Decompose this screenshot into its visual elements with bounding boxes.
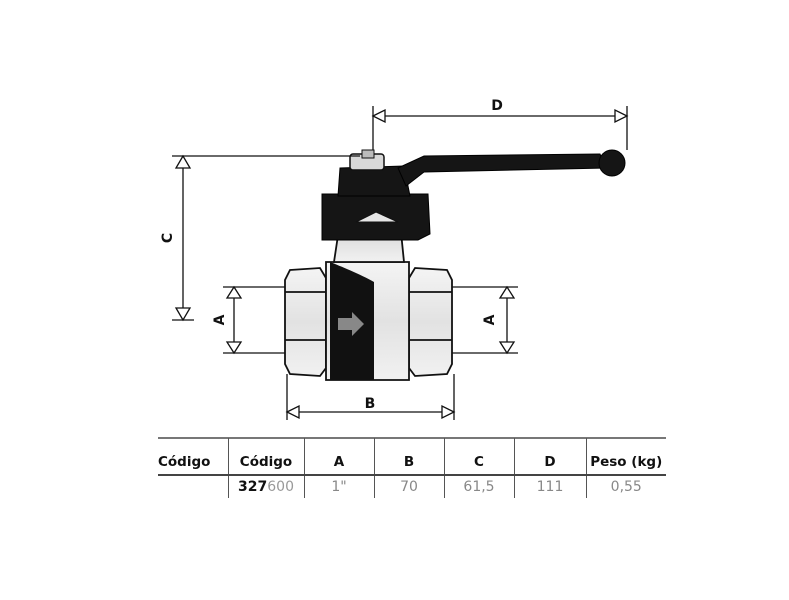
header-d: D — [513, 438, 586, 476]
dimension-a-right — [452, 285, 518, 355]
dimension-label-d: D — [491, 98, 503, 114]
cell-d: 111 — [513, 475, 586, 498]
cell-a: 1" — [303, 475, 374, 498]
header-a: A — [303, 438, 374, 476]
table-header-row: Código Código A B C D Peso (kg) — [158, 438, 666, 476]
header-b: B — [373, 438, 444, 476]
dimension-b — [285, 374, 456, 420]
code-prefix: 327 — [238, 479, 268, 495]
dimension-c — [172, 154, 360, 322]
ball-valve-drawing: D C A A B — [160, 98, 629, 420]
flow-band — [330, 262, 374, 380]
dimension-label-a-right: A — [482, 314, 498, 325]
lever-handle — [321, 149, 626, 241]
flow-arrow-icon — [338, 312, 364, 336]
cell-codigo: 327600 — [227, 475, 304, 498]
code-suffix: 600 — [267, 479, 294, 495]
header-codigo-2: Código — [227, 438, 304, 476]
dimension-d — [371, 106, 629, 150]
header-c: C — [443, 438, 514, 476]
dimension-label-a-left: A — [212, 314, 228, 325]
header-codigo-1: Código — [158, 438, 228, 476]
spec-table: Código Código A B C D Peso (kg) 327600 1… — [158, 438, 666, 498]
header-peso: Peso (kg) — [585, 438, 666, 476]
table-row: 327600 1" 70 61,5 111 0,55 — [158, 475, 666, 498]
cell-empty — [158, 475, 228, 498]
cell-b: 70 — [373, 475, 444, 498]
dimension-label-c: C — [160, 233, 176, 243]
cell-weight: 0,55 — [585, 475, 666, 498]
dimension-a-left — [223, 285, 285, 355]
cell-c: 61,5 — [443, 475, 514, 498]
dimension-label-b: B — [365, 396, 376, 412]
